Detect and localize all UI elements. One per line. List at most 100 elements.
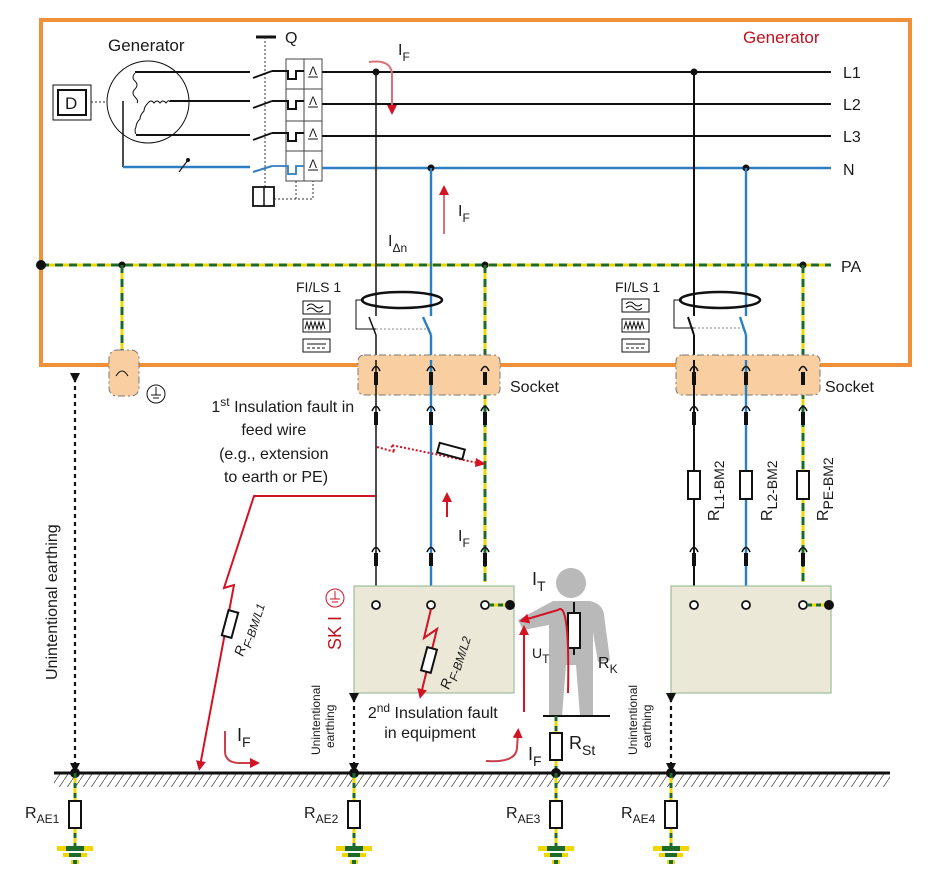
label-rk: RK [598, 655, 618, 676]
plug-connector-icon [426, 405, 436, 425]
ground-hatch [54, 773, 890, 787]
label-rst: RSt [569, 733, 595, 758]
label-rae-1: RAE1 [25, 805, 60, 826]
svg-text:Λ: Λ [309, 94, 317, 108]
if-label-n: IF [458, 203, 470, 225]
label-r-l1-bm2: RL1-BM2 [706, 460, 727, 521]
plug-connector-icon [371, 365, 381, 385]
plug-connector-icon [371, 405, 381, 425]
if-label-top: IF [398, 42, 410, 64]
plug-connector-icon [689, 405, 699, 425]
rcd-right-label: FI/LS 1 [615, 279, 660, 295]
svg-text:Λ: Λ [309, 64, 317, 78]
plug-connector-icon [426, 365, 436, 385]
earth-terminal-icon [146, 384, 166, 404]
if-label-earth: IF [237, 725, 251, 750]
earth-electrode-2: RAE2 [304, 768, 372, 864]
fault2-text: 2nd Insulation fault in equipment [368, 701, 502, 742]
label-r-pe-bm2: RPE-BM2 [815, 457, 836, 521]
resistor-rk [567, 612, 581, 649]
rcd-left: FI/LS 1 [296, 279, 444, 360]
fault-current-arrow-l1 [368, 60, 397, 115]
resistor-rae [68, 800, 82, 829]
resistor-rf-bm-l2 [419, 645, 439, 675]
resistor-rst [549, 732, 563, 761]
resistor-rae [549, 800, 563, 829]
touch-current-path [519, 608, 570, 694]
resistor-rae [347, 800, 361, 829]
resistor-rl1 [687, 470, 701, 500]
label-rae-3: RAE3 [506, 805, 541, 826]
if-label-pe: IF [458, 528, 470, 550]
rcd-dc-icon [302, 338, 331, 353]
plug-connector-icon [689, 546, 699, 566]
label-rae-2: RAE2 [304, 805, 339, 826]
svg-text:SK I: SK I [325, 616, 345, 650]
socket-right: Socket [675, 354, 874, 396]
earth-electrodes: RAE1 RAE2 RAE3 RAE4 [25, 768, 689, 864]
plug-connector-icon [426, 546, 436, 566]
plug-connector-icon [798, 365, 808, 385]
label-pa: PA [841, 259, 861, 276]
rcd-pulse-icon [621, 318, 650, 333]
main-switch-q: Λ Λ Λ Λ [252, 58, 323, 207]
unintentional-small-label-3: Unintentionalearthing [626, 685, 654, 755]
plug-connectors [371, 365, 808, 566]
plug-connector-icon [371, 546, 381, 566]
rcd-right: FI/LS 1 [615, 279, 762, 360]
frame-title: Generator [743, 28, 820, 47]
plug-connector-icon [798, 405, 808, 425]
plug-connector-icon [689, 365, 699, 385]
label-rae-4: RAE4 [621, 805, 656, 826]
plug-connector-icon [741, 405, 751, 425]
plug-connector-icon [480, 546, 490, 566]
earth-electrode-4: RAE4 [621, 768, 689, 864]
label-l1: L1 [843, 65, 861, 82]
rcd-left-label: FI/LS 1 [296, 279, 341, 295]
svg-text:Λ: Λ [309, 157, 317, 171]
earth-electrode-3: RAE3 [506, 768, 574, 864]
plug-connector-icon [480, 365, 490, 385]
drive-label: D [65, 94, 77, 113]
socket-right-label: Socket [825, 379, 874, 396]
generator-label: Generator [108, 36, 185, 55]
fault-current-arrow-ground [485, 728, 523, 763]
fault-path-dotted [376, 441, 486, 467]
fault1-text: 1st Insulation fault in feed wire (e.g.,… [211, 395, 358, 486]
rcd-ac-icon [302, 300, 331, 315]
drive-box: D [52, 84, 107, 121]
rcd-ac-icon [621, 298, 650, 313]
label-rf-bm-l1: RF-BM/L1 [231, 600, 268, 660]
label-r-l2-bm2: RL2-BM2 [759, 460, 780, 521]
person-figure-icon [518, 568, 610, 716]
neutral-disconnect-icon [178, 158, 190, 173]
resistor-rl2 [739, 470, 753, 500]
fault-current-arrow-earth [224, 731, 260, 768]
earth-electrode-1: RAE1 [25, 768, 93, 864]
plug-connector-icon [480, 405, 490, 425]
fault-path-l1-earth [196, 495, 375, 771]
if-label-ground: IF [528, 744, 542, 769]
resistor-rf-bm-l1 [220, 608, 240, 640]
rcd-pulse-icon [302, 318, 331, 333]
unintentional-earthing-label: Unintentional earthing [44, 524, 61, 680]
socket-left-label: Socket [510, 379, 559, 396]
switch-q-label: Q [285, 30, 297, 47]
earth-socket [108, 265, 140, 397]
plug-connector-icon [798, 546, 808, 566]
resistor-rpe [796, 470, 810, 500]
unintentional-small-label-2: Unintentionalearthing [309, 685, 337, 755]
protection-class-sk1: SK I [325, 588, 345, 650]
rcd-dc-icon [621, 338, 650, 353]
socket-left: Socket [357, 354, 559, 396]
resistor-rae [664, 800, 678, 829]
label-n: N [843, 162, 855, 179]
plug-connector-icon [741, 365, 751, 385]
idelta-label: IΔn [388, 233, 407, 255]
label-l3: L3 [843, 129, 861, 146]
label-ut: UT [532, 645, 550, 666]
svg-text:Λ: Λ [309, 126, 317, 140]
plug-connector-icon [741, 546, 751, 566]
generator-symbol-icon [106, 60, 250, 167]
